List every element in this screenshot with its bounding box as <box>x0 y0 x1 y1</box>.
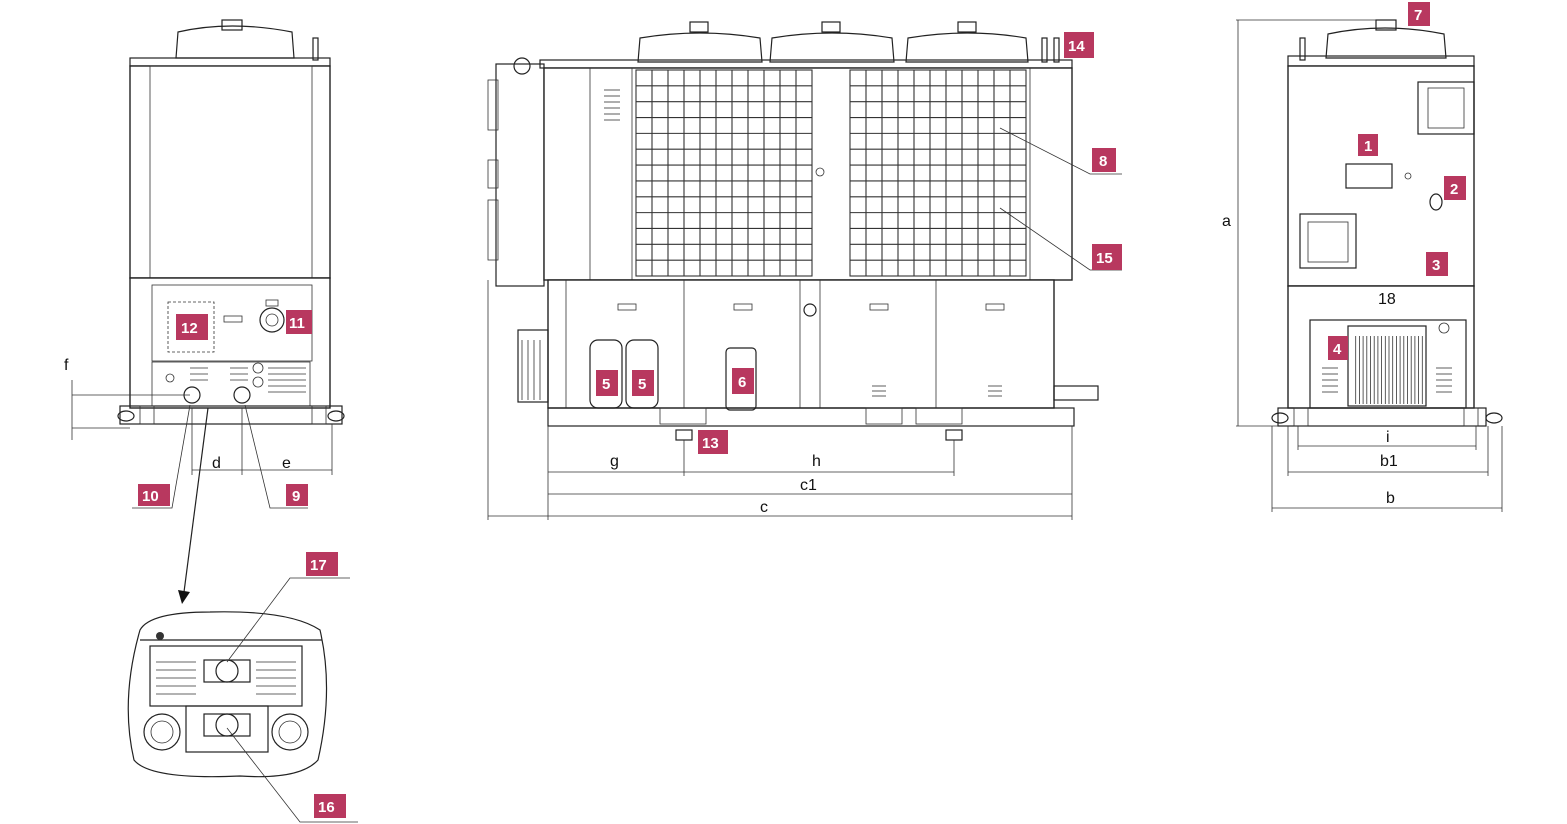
svg-text:12: 12 <box>181 320 198 337</box>
callout-badge-5b: 5 <box>632 370 654 396</box>
svg-text:7: 7 <box>1414 7 1422 24</box>
dim-g: g <box>610 453 619 470</box>
svg-text:10: 10 <box>142 488 159 505</box>
svg-text:6: 6 <box>738 374 746 391</box>
right-side-view <box>1236 19 1503 512</box>
detail-view <box>127 577 358 823</box>
callout-badge-11: 11 <box>286 310 312 334</box>
svg-text:5: 5 <box>602 376 610 393</box>
svg-text:3: 3 <box>1432 257 1440 274</box>
left-side-view <box>71 19 345 604</box>
callout-badge-6: 6 <box>732 368 754 394</box>
callouts: 1 2 3 4 5 5 6 7 8 9 10 11 12 13 14 15 16… <box>138 2 1466 818</box>
callout-badge-1: 1 <box>1358 134 1378 156</box>
svg-text:5: 5 <box>638 376 646 393</box>
callout-badge-12: 12 <box>176 314 208 340</box>
svg-text:13: 13 <box>702 435 719 452</box>
dim-f: f <box>64 357 69 374</box>
callout-badge-17: 17 <box>306 552 338 576</box>
svg-text:15: 15 <box>1096 250 1113 267</box>
callout-badge-7: 7 <box>1408 2 1430 26</box>
svg-text:17: 17 <box>310 557 327 574</box>
callout-badge-3: 3 <box>1426 252 1448 276</box>
svg-text:11: 11 <box>289 315 305 332</box>
callout-badge-8: 8 <box>1092 148 1116 172</box>
dim-a: a <box>1222 213 1231 230</box>
callout-badge-5a: 5 <box>596 370 618 396</box>
front-view <box>487 21 1122 520</box>
dim-c1: c1 <box>800 477 817 494</box>
callout-badge-9: 9 <box>286 484 308 506</box>
dim-c: c <box>760 499 768 516</box>
svg-text:9: 9 <box>292 488 300 505</box>
dim-i: i <box>1386 429 1390 446</box>
svg-text:14: 14 <box>1068 38 1085 55</box>
dim-b: b <box>1386 490 1395 507</box>
svg-text:1: 1 <box>1364 138 1372 155</box>
callout-badge-2: 2 <box>1444 176 1466 200</box>
dim-b1: b1 <box>1380 453 1398 470</box>
callout-badge-16: 16 <box>314 794 346 818</box>
dim-h: h <box>812 453 821 470</box>
callout-badge-4: 4 <box>1328 336 1348 360</box>
svg-text:8: 8 <box>1099 153 1107 170</box>
callout-badge-15: 15 <box>1092 244 1122 270</box>
callout-badge-13: 13 <box>698 430 728 454</box>
callout-badge-14: 14 <box>1064 32 1094 58</box>
dimension-labels: f d e g h c1 c a i b1 b 18 <box>64 213 1398 516</box>
callout-badge-10: 10 <box>138 484 170 506</box>
svg-text:4: 4 <box>1333 341 1342 358</box>
dim-e: e <box>282 455 291 472</box>
svg-text:16: 16 <box>318 799 335 816</box>
svg-text:2: 2 <box>1450 181 1458 198</box>
dim-d: d <box>212 455 221 472</box>
callout-18: 18 <box>1378 291 1396 308</box>
